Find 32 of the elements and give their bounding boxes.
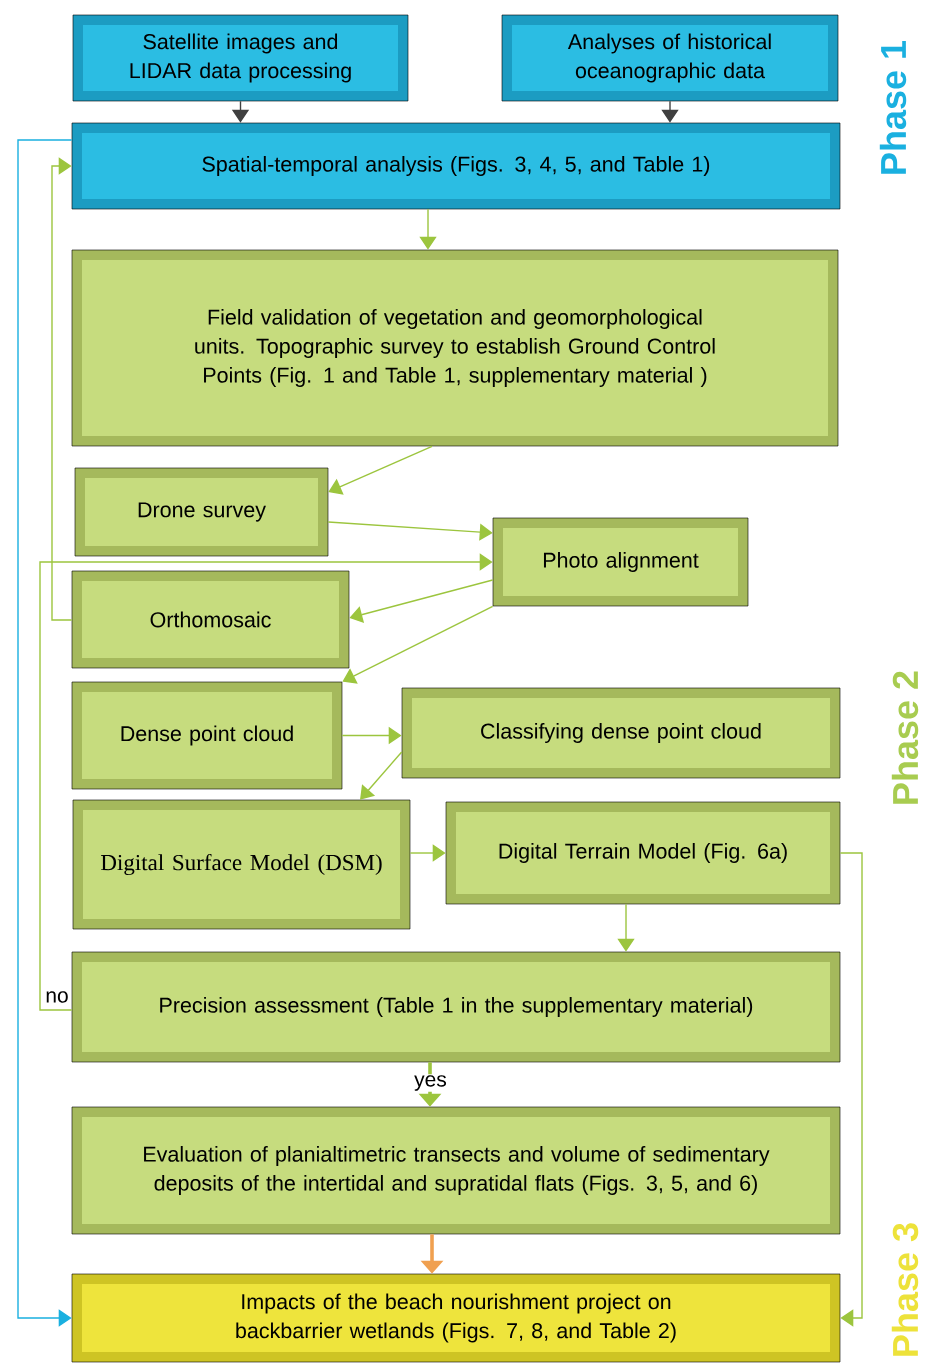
process-box: Spatial-temporal analysis (Figs. 3, 4, 5, and Table 1) [71, 122, 841, 210]
process-box: Precision assessment (Table 1 in the supplementary material) [71, 951, 841, 1063]
phase-label: Phase 3 [891, 1223, 919, 1356]
arrow [342, 605, 494, 684]
arrow [419, 208, 437, 250]
arrow [409, 844, 446, 862]
arrow [328, 445, 433, 495]
process-box: Orthomosaic [71, 570, 350, 669]
arrow [327, 521, 493, 541]
edge-label: no [44, 990, 70, 1004]
arrow [51, 157, 73, 621]
process-box: Satellite images and LIDAR data processing [72, 14, 409, 102]
process-box: Evaluation of planialtimetric transects and volume of sedimentary deposits of the intertidal and supratidal flats (Figs. 3, 5, and 6) [71, 1106, 841, 1235]
arrow [617, 903, 635, 952]
process-box: Impacts of the beach nourishment project on backbarrier wetlands (Figs. 7, 8, and Table 2) [71, 1273, 841, 1363]
arrow [39, 553, 493, 1011]
process-box: Field validation of vegetation and geomorphological units. Topographic survey to establish Ground Control Points (Fig. 1 and Table 1, supplementary material ) [71, 249, 839, 447]
process-box: Photo alignment [492, 517, 749, 607]
phase-label: Phase 2 [891, 671, 919, 804]
arrow [839, 852, 863, 1327]
process-box: Analyses of historical oceanographic data [501, 14, 839, 102]
arrow [360, 751, 403, 800]
arrow [349, 579, 494, 624]
process-box: Digital Surface Model (DSM) [72, 799, 411, 930]
arrow [661, 100, 679, 123]
process-box: Drone survey [74, 467, 329, 557]
process-box: Dense point cloud [71, 681, 343, 790]
process-box: Classifying dense point cloud [401, 687, 841, 779]
process-box: Digital Terrain Model (Fig. 6a) [445, 801, 841, 905]
arrow [17, 139, 73, 1327]
phase-label: Phase 1 [879, 41, 907, 174]
edge-label: yes [413, 1074, 448, 1092]
